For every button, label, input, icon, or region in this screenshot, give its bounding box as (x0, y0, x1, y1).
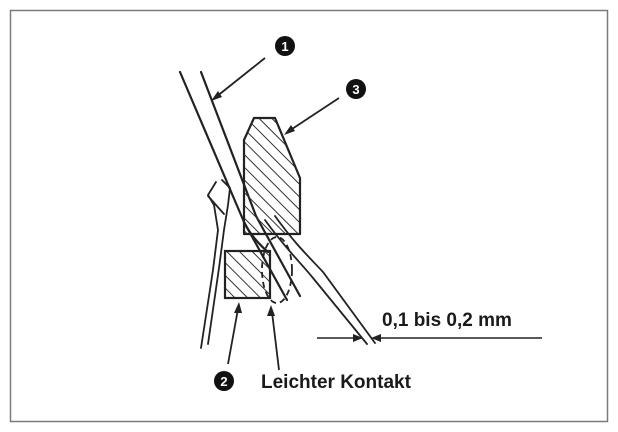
thread-lines (200, 179, 231, 349)
callout-number-1: 1 (281, 39, 288, 54)
thread-right (264, 215, 376, 345)
needle-guard (223, 249, 272, 300)
callout-needle: 1 (211, 36, 295, 101)
callout-number-2: 2 (220, 374, 227, 389)
contact-circle (261, 236, 293, 304)
callout-needle-guard: 2 (214, 302, 242, 391)
figure-frame (9, 9, 609, 423)
hook (242, 116, 302, 236)
callout-number-3: 3 (352, 82, 359, 97)
contact-label: Leichter Kontakt (261, 372, 412, 393)
clearance-dimension (317, 334, 542, 342)
callout-hook: 3 (284, 79, 366, 135)
contact-leader (267, 305, 280, 371)
clearance-label: 0,1 bis 0,2 mm (382, 310, 512, 331)
